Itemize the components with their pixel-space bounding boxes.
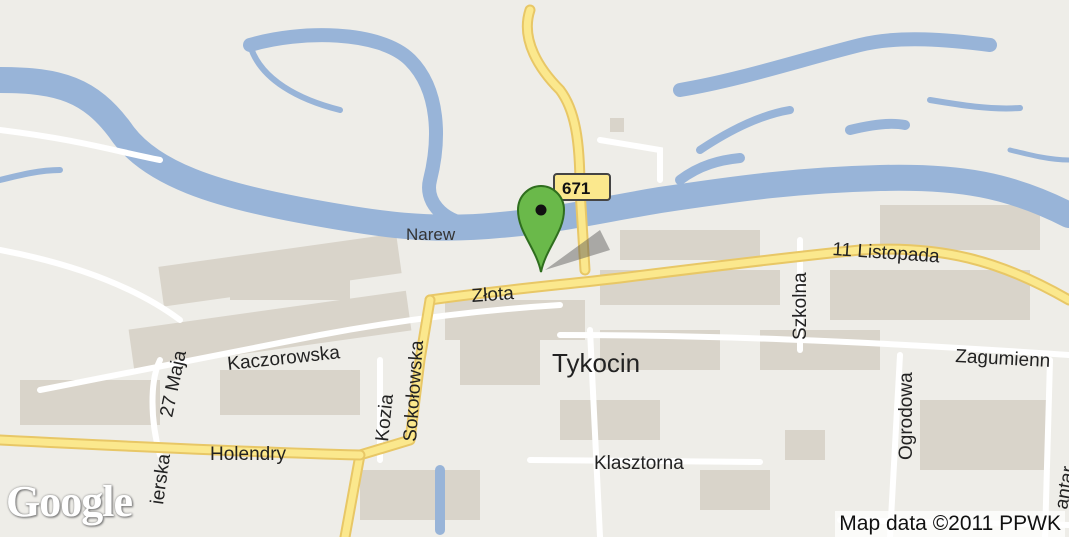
street-label-ogrodowa: Ogrodowa [896,372,917,460]
map-attribution: Map data ©2011 PPWK [835,511,1065,537]
street-label-zlota: Złota [471,283,515,307]
town-label: Tykocin [552,348,640,378]
river-label: Narew [406,225,456,244]
street-label-zagumienna: Zagumienn [955,346,1051,372]
route-shield: 671 [553,173,611,201]
minor-roads [0,127,1069,537]
street-label-holendry: Holendry [210,444,287,465]
river-narew [0,28,1069,535]
map-pin-icon[interactable] [516,184,610,273]
google-logo[interactable]: Google [6,477,133,526]
street-label-kozia: Kozia [372,393,398,443]
major-roads [0,4,1069,537]
street-label-szkolna: Szkolna [790,272,811,340]
street-label-klasztorna: Klasztorna [594,453,684,474]
route-shield-label: 671 [562,179,590,198]
